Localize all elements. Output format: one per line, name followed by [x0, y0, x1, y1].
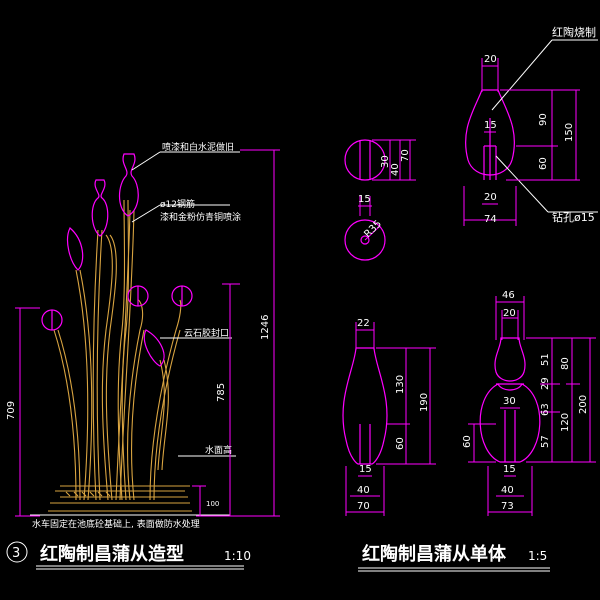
note-hole: 钻孔ø15	[552, 210, 595, 224]
gourd-w2: 20	[503, 308, 516, 319]
dim-1246: 1246	[260, 315, 271, 340]
drop-upper: 90	[538, 113, 549, 126]
ball-hole: 15	[358, 194, 371, 205]
dim-709: 709	[6, 401, 17, 420]
vase-upper: 130	[395, 375, 406, 394]
left-title: 红陶制昌蒲从造型	[40, 543, 184, 565]
gourd-h2: 29	[540, 377, 551, 390]
drop-bot: 20	[484, 192, 497, 203]
note-rebar: ø12钢筋	[160, 198, 195, 210]
right-title-block: 红陶制昌蒲从单体 1:5	[358, 543, 550, 572]
right-scale: 1:5	[528, 549, 547, 563]
leaders	[131, 151, 240, 457]
stems	[53, 199, 182, 501]
vase-b3: 70	[357, 501, 370, 512]
drop-unit	[463, 39, 598, 226]
drop-total: 150	[564, 123, 575, 142]
gourd-w3: 30	[503, 396, 516, 407]
left-title-block: 3 红陶制昌蒲从造型 1:10	[6, 541, 251, 570]
index-number: 3	[12, 546, 20, 561]
gourd-h5: 80	[560, 357, 571, 370]
drop-neck: 15	[484, 120, 497, 131]
gourd-h8: 60	[462, 435, 473, 448]
base-block	[30, 485, 230, 516]
vase-b2: 40	[357, 485, 370, 496]
note-material: 红陶烧制	[552, 25, 596, 39]
gourd-h6: 120	[560, 413, 571, 432]
gourd-h3: 63	[540, 403, 551, 416]
ball-d2: 40	[390, 163, 401, 176]
left-dimensions	[15, 149, 280, 517]
vase-total: 190	[419, 393, 430, 412]
gourd-h1: 51	[540, 353, 551, 366]
dim-100: 100	[206, 500, 219, 508]
cattail-composition	[15, 149, 280, 517]
vase-lower: 60	[395, 437, 406, 450]
right-title: 红陶制昌蒲从单体	[362, 543, 507, 565]
drop-lower: 60	[538, 157, 549, 170]
vase-unit	[342, 322, 436, 516]
drop-width: 74	[484, 214, 497, 225]
dim-785: 785	[216, 383, 227, 402]
note-footer: 水车固定在池底砼基础上, 表面做防水处理	[32, 518, 200, 530]
ball-d1: 30	[380, 155, 391, 168]
ball-r: R35	[362, 218, 384, 240]
gourd-b2: 40	[501, 485, 514, 496]
gourd-b3: 73	[501, 501, 514, 512]
vase-top: 22	[357, 318, 370, 329]
gourd-h4: 57	[540, 435, 551, 448]
drop-top: 20	[484, 54, 497, 65]
vase-b1: 15	[359, 464, 372, 475]
gourd-b1: 15	[503, 464, 516, 475]
gourd-w1: 46	[502, 290, 515, 301]
ball-d3: 70	[400, 149, 411, 162]
gourd-unit	[468, 296, 596, 516]
note-rebar-paint: 漆和金粉仿青铜喷涂	[160, 211, 241, 223]
note-water: 水面高	[205, 444, 232, 456]
ball-unit	[344, 139, 416, 261]
pods	[41, 153, 193, 367]
gourd-h7: 200	[578, 395, 589, 414]
index-circle	[6, 541, 28, 563]
note-paint: 喷漆和白水泥做旧	[162, 141, 234, 153]
left-scale: 1:10	[224, 549, 251, 563]
note-seal: 云石胶封口	[184, 327, 229, 339]
